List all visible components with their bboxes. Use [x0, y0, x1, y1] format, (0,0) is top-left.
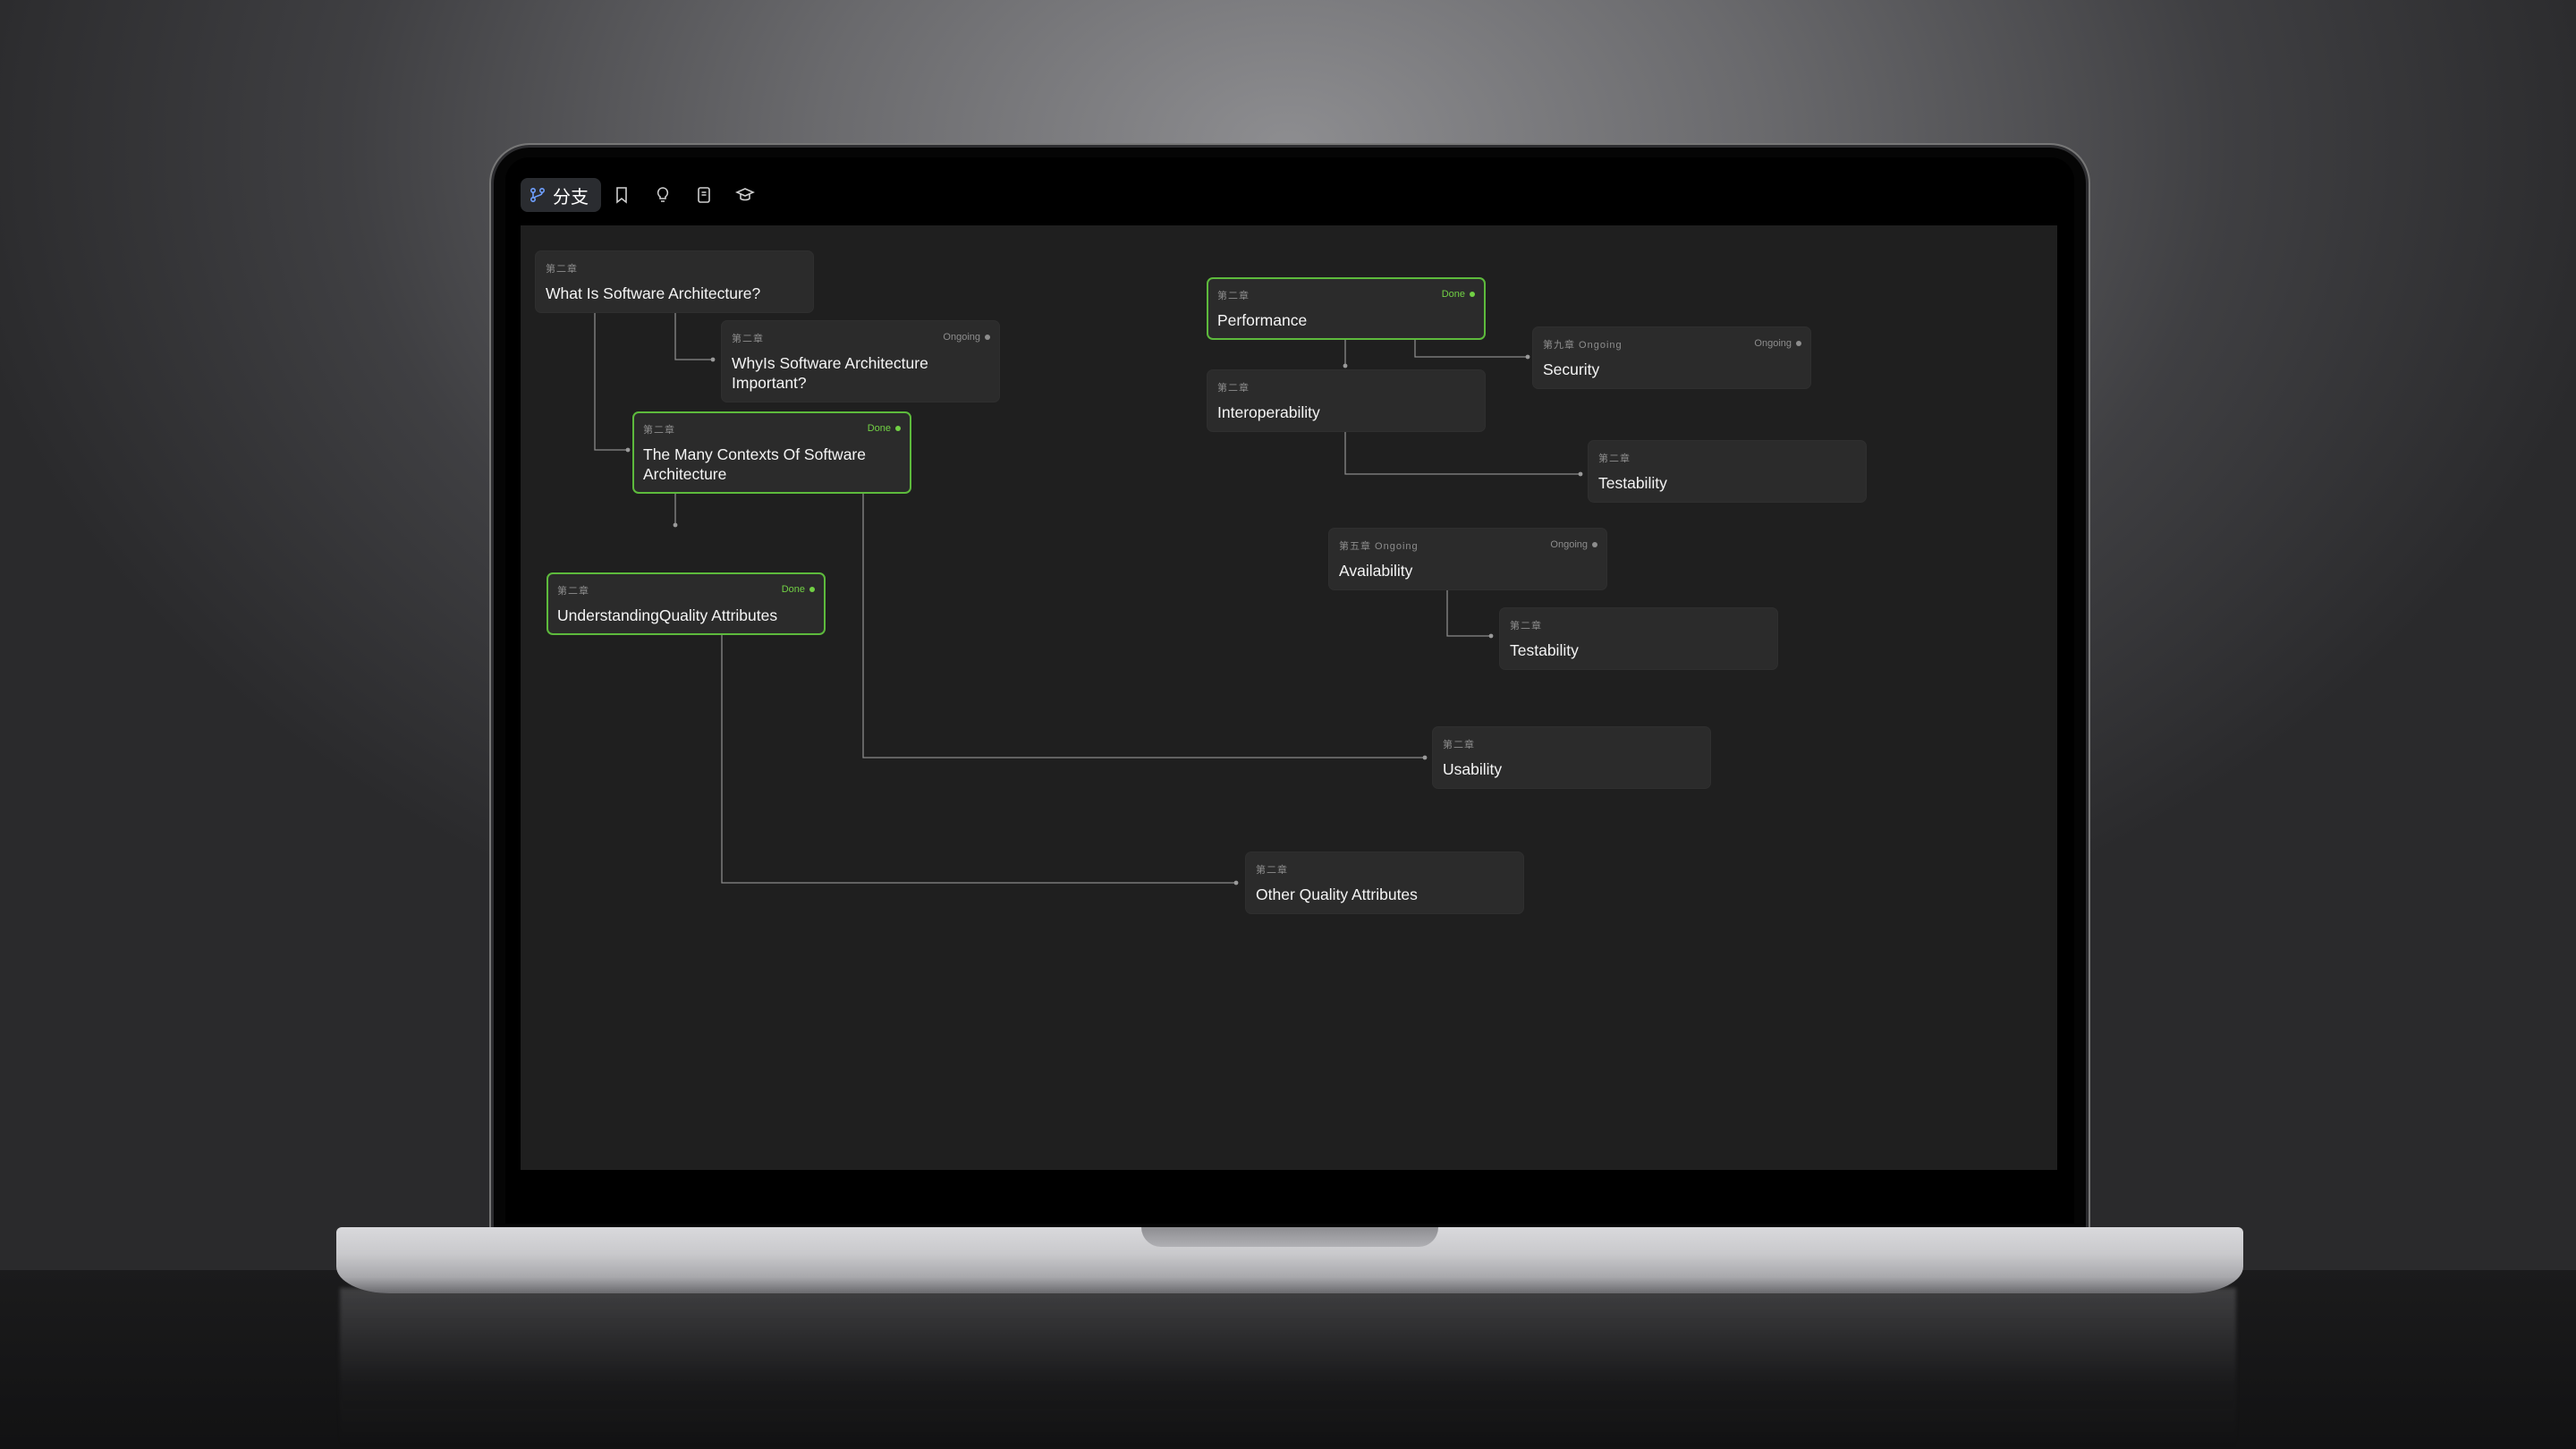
- note-icon: [696, 186, 712, 204]
- link-end-dot: [625, 447, 631, 453]
- link-contexts-to-usability: [862, 469, 1425, 758]
- status-text: Ongoing: [1550, 539, 1588, 550]
- idea-button[interactable]: [642, 178, 683, 212]
- node-chapter: 第二章: [1598, 453, 1631, 464]
- laptop-opening-notch: [1141, 1227, 1438, 1247]
- floor-reflection: [340, 1288, 2236, 1449]
- graduation-cap-icon: [735, 186, 755, 204]
- node-chapter: 第二章: [1217, 383, 1250, 394]
- node-title: Performance: [1217, 311, 1308, 329]
- link-understanding-to-other: [721, 610, 1236, 884]
- laptop-screen: 分支: [505, 157, 2074, 1224]
- status-text: Done: [1441, 289, 1465, 300]
- node-title: Security: [1543, 360, 1600, 378]
- branch-icon: [530, 187, 546, 203]
- node-title: Testability: [1598, 474, 1667, 492]
- status-text: Done: [867, 423, 891, 434]
- node-usability[interactable]: 第二章 Usability: [1432, 726, 1711, 789]
- node-chapter: 第二章: [557, 586, 589, 597]
- status-badge: Ongoing: [1550, 539, 1597, 550]
- link-end-dot: [1233, 880, 1239, 886]
- lightbulb-icon: [655, 186, 671, 204]
- node-chapter: 第二章: [1510, 621, 1542, 631]
- node-title: Usability: [1443, 760, 1503, 778]
- link-what-to-contexts: [594, 286, 628, 451]
- branch-tab-label: 分支: [553, 187, 589, 208]
- node-title: UnderstandingQuality Attributes: [557, 606, 778, 624]
- status-dot: [895, 426, 901, 431]
- mindmap-canvas[interactable]: 第二章 What Is Software Architecture? 第二章 O…: [521, 225, 2057, 1170]
- branch-tab[interactable]: 分支: [521, 178, 601, 212]
- node-many-contexts[interactable]: 第二章 Done The Many Contexts Of Software A…: [632, 411, 911, 494]
- link-end-dot: [673, 522, 678, 528]
- status-dot: [1470, 292, 1475, 297]
- node-title: Testability: [1510, 641, 1579, 659]
- bookmark-button[interactable]: [601, 178, 642, 212]
- status-dot: [809, 587, 815, 592]
- status-dot: [985, 335, 990, 340]
- status-dot: [1592, 542, 1597, 547]
- node-availability[interactable]: 第五章 Ongoing Ongoing Availability: [1328, 528, 1607, 590]
- node-testability[interactable]: 第二章 Testability: [1499, 607, 1778, 670]
- link-end-dot: [1578, 471, 1583, 477]
- node-testability[interactable]: 第二章 Testability: [1588, 440, 1867, 503]
- link-end-dot: [1343, 363, 1348, 369]
- link-end-dot: [710, 357, 716, 362]
- node-chapter: 第五章 Ongoing: [1339, 541, 1419, 552]
- bookmark-icon: [614, 186, 630, 204]
- node-title: Other Quality Attributes: [1256, 886, 1418, 903]
- node-interoperability[interactable]: 第二章 Interoperability: [1207, 369, 1486, 432]
- node-understanding-quality-attributes[interactable]: 第二章 Done UnderstandingQuality Attributes: [547, 572, 826, 635]
- status-badge: Ongoing: [943, 332, 990, 343]
- note-button[interactable]: [683, 178, 724, 212]
- status-badge: Done: [782, 584, 815, 595]
- node-title: Availability: [1339, 562, 1413, 580]
- node-chapter: 第九章 Ongoing: [1543, 340, 1623, 351]
- node-chapter: 第二章: [1256, 865, 1288, 876]
- status-badge: Ongoing: [1754, 338, 1801, 349]
- node-security[interactable]: 第九章 Ongoing Ongoing Security: [1532, 326, 1811, 389]
- node-title: WhyIs Software Architecture Important?: [732, 354, 928, 392]
- node-chapter: 第二章: [1443, 740, 1475, 750]
- floor: [0, 1270, 2576, 1449]
- link-performance-to-security: [1414, 338, 1528, 358]
- node-title: Interoperability: [1217, 403, 1320, 421]
- node-chapter: 第二章: [732, 334, 764, 344]
- link-end-dot: [1488, 633, 1494, 639]
- node-title: The Many Contexts Of Software Architectu…: [643, 445, 866, 483]
- node-other-quality-attributes[interactable]: 第二章 Other Quality Attributes: [1245, 852, 1524, 914]
- node-chapter: 第二章: [1217, 291, 1250, 301]
- link-availability-to-testability: [1446, 589, 1491, 637]
- node-chapter: 第二章: [546, 264, 578, 275]
- status-text: Done: [781, 584, 805, 595]
- node-why-is-software-architecture-important[interactable]: 第二章 Ongoing WhyIs Software Architecture …: [721, 320, 1000, 402]
- node-what-is-software-architecture[interactable]: 第二章 What Is Software Architecture?: [535, 250, 814, 313]
- node-chapter: 第二章: [643, 425, 675, 436]
- link-end-dot: [1525, 354, 1530, 360]
- connector-lines: [594, 286, 1583, 886]
- link-interop-to-testability: [1344, 431, 1580, 475]
- node-title: What Is Software Architecture?: [546, 284, 761, 302]
- status-badge: Done: [868, 423, 901, 434]
- node-performance[interactable]: 第二章 Done Performance: [1207, 277, 1486, 340]
- status-dot: [1796, 341, 1801, 346]
- toolbar: 分支: [521, 175, 766, 215]
- status-text: Ongoing: [1754, 338, 1792, 349]
- link-end-dot: [1422, 755, 1428, 760]
- study-button[interactable]: [724, 178, 766, 212]
- status-badge: Done: [1442, 289, 1475, 300]
- status-text: Ongoing: [943, 332, 980, 343]
